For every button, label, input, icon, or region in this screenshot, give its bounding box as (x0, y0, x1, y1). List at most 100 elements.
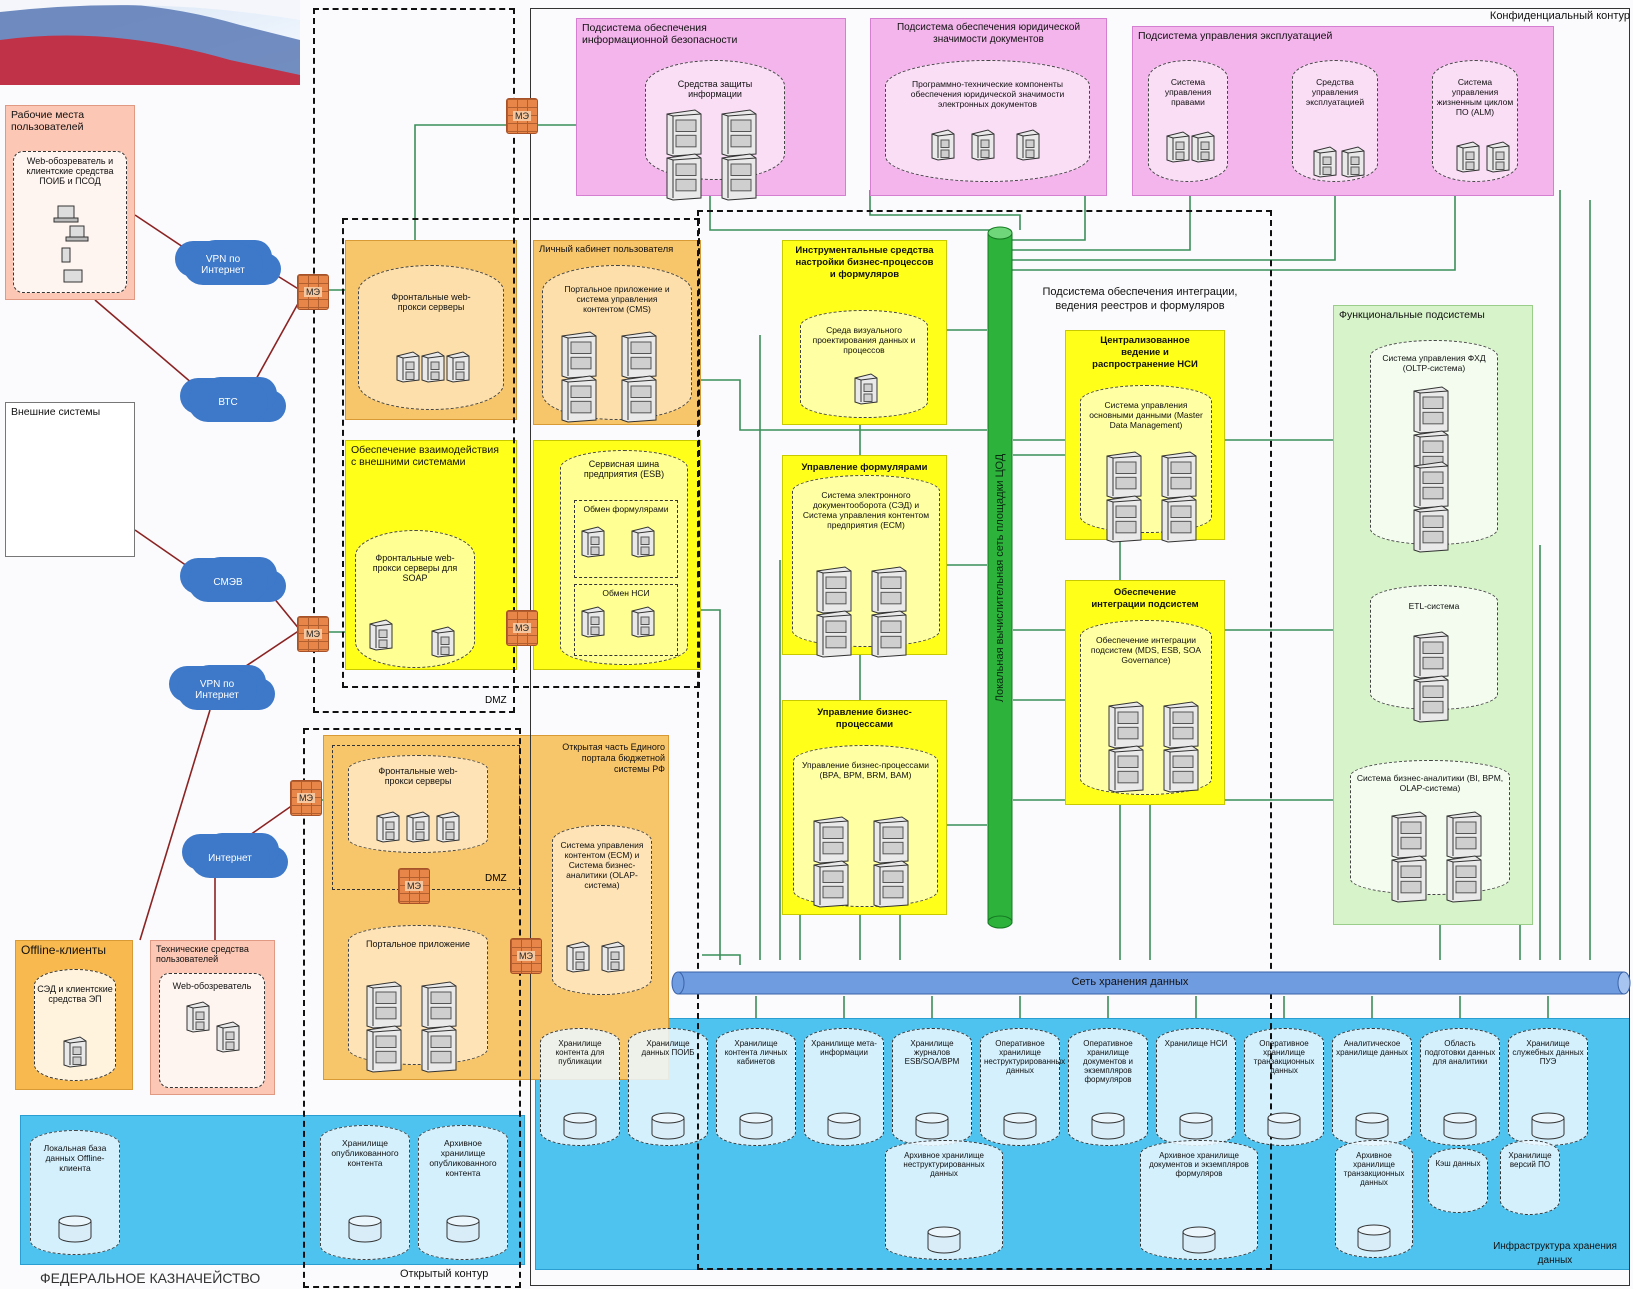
firewall-icon: МЭ (297, 616, 329, 652)
database-disk-icon (1354, 1112, 1390, 1140)
database-disk-icon (1356, 1224, 1392, 1252)
server-icon (1412, 630, 1450, 680)
storage-label: Область подготовки данных для аналитики (1424, 1039, 1496, 1066)
server-icon (1160, 494, 1198, 544)
cabinet-title: Личный кабинет пользователя (539, 244, 674, 255)
server-icon (430, 625, 456, 659)
archive-published-cylinder: Архивное хранилище опубликованного конте… (418, 1125, 508, 1260)
flag-graphic (0, 0, 300, 85)
storage-cylinder: Хранилище данных ПОИБ (628, 1028, 708, 1146)
server-icon (620, 330, 658, 380)
local-db-cylinder: Локальная база данных Offline-клиента (30, 1130, 120, 1255)
archive-published-label: Архивное хранилище опубликованного конте… (429, 1138, 497, 1178)
firewall-icon: МЭ (290, 780, 322, 816)
database-disk-icon (738, 1112, 774, 1140)
legal-tools-cylinder: Программно-технические компоненты обеспе… (885, 60, 1090, 182)
server-icon (720, 152, 758, 202)
storage-label: Хранилище служебных данных ПУЭ (1512, 1039, 1584, 1066)
database-disk-icon (914, 1112, 950, 1140)
external-systems-panel: Внешние системы (5, 402, 135, 557)
storage-label: Хранилище контента для публикации (555, 1039, 605, 1066)
archive-cylinder: Архивное хранилище неструктурированных д… (885, 1140, 1003, 1260)
server-icon (62, 1035, 88, 1069)
server-icon (580, 525, 606, 559)
infra-label: Инфраструктура хранения данных (1493, 1241, 1617, 1266)
server-icon (1107, 700, 1145, 750)
server-icon (812, 815, 850, 865)
offline-clients-inner-label: СЭД и клиентские средства ЭП (37, 984, 113, 1004)
server-icon (365, 1024, 403, 1074)
ecm-olap-label: Система управления контентом (ECM) и Сис… (560, 840, 644, 890)
archive-cylinder: Хранилище версий ПО (1500, 1140, 1560, 1215)
user-workplaces-inner-label: Web-обозреватель и клиентские средства П… (26, 156, 114, 186)
ops-management-label: Средства управления эксплуатацией (1305, 77, 1365, 107)
server-icon (970, 128, 996, 162)
tools-cylinder: Среда визуального проектирования данных … (800, 310, 928, 418)
external-systems-title: Внешние системы (11, 406, 101, 418)
local-db-label: Локальная база данных Offline-клиента (43, 1143, 107, 1173)
dmz-label-1: DMZ (485, 695, 507, 706)
server-icon (1485, 140, 1511, 174)
firewall-icon: МЭ (510, 938, 542, 974)
server-icon (1162, 700, 1200, 750)
server-icon (1312, 145, 1338, 179)
open-part-title: Открытая часть Единого портала бюджетной… (562, 742, 665, 774)
database-disk-icon (1266, 1112, 1302, 1140)
bp-management-title: Управление бизнес-процессами (817, 707, 912, 730)
server-icon (870, 565, 908, 615)
bp-management-label: Управление бизнес-процессами (BPA, BPM, … (802, 760, 930, 780)
server-icon (368, 618, 394, 652)
archive-label: Архивное хранилище документов и экземпля… (1149, 1151, 1249, 1178)
forms-management-title: Управление формулярами (801, 462, 928, 473)
storage-cylinder: Область подготовки данных для аналитики (1420, 1028, 1500, 1146)
archive-cylinder: Кэш данных (1428, 1148, 1488, 1213)
tech-users-inner-label: Web-обозреватель (172, 981, 252, 991)
forms-exchange-label: Обмен формулярами (583, 504, 669, 514)
san-bus-label: Сеть хранения данных (1071, 976, 1189, 988)
nsi-exchange-group: Обмен НСИ (574, 584, 678, 656)
database-disk-icon (1442, 1112, 1478, 1140)
database-disk-icon (826, 1112, 862, 1140)
etl-label: ETL-система (1408, 601, 1460, 611)
server-icon (1105, 450, 1143, 500)
esb-cylinder: Сервисная шина предприятия (ESB) (560, 450, 688, 665)
server-icon (620, 374, 658, 424)
database-disk-icon (650, 1112, 686, 1140)
server-icon (1412, 504, 1450, 554)
server-icon (395, 350, 421, 384)
server-icon (420, 350, 446, 384)
server-icon (1412, 385, 1450, 435)
open-contour-label: Открытый контур (400, 1268, 489, 1280)
archive-label: Кэш данных (1435, 1159, 1481, 1168)
oltp-label: Система управления ФХД (OLTP-система) (1382, 353, 1486, 373)
nsi-exchange-label: Обмен НСИ (602, 588, 650, 598)
forms-exchange-group: Обмен формулярами (574, 500, 678, 578)
bi-cylinder: Система бизнес-аналитики (BI, BPM, OLAP-… (1350, 760, 1510, 895)
database-disk-icon (347, 1215, 383, 1243)
server-icon (930, 128, 956, 162)
database-disk-icon (1090, 1112, 1126, 1140)
ops-rights-cylinder: Система управления правами (1148, 60, 1228, 182)
server-icon (665, 108, 703, 158)
published-store-label: Хранилище опубликованного контента (331, 1138, 399, 1168)
database-disk-icon (445, 1215, 481, 1243)
storage-label: Хранилище журналов ESB/SOA/BPM (904, 1039, 960, 1066)
functional-subsystems-title: Функциональные подсистемы (1339, 309, 1485, 321)
server-icon (375, 810, 401, 844)
ops-alm-label: Система управления жизненным циклом ПО (… (1436, 77, 1514, 117)
database-disk-icon (1181, 1226, 1217, 1254)
tech-users-panel: Технические средства пользователей Web-о… (150, 940, 275, 1095)
database-disk-icon (57, 1215, 93, 1243)
integration-title: Обеспечение интеграции подсистем (1091, 587, 1199, 610)
nsi-label: Система управления основными данными (Ma… (1089, 400, 1203, 430)
server-icon (665, 152, 703, 202)
esb-label: Сервисная шина предприятия (ESB) (583, 459, 665, 479)
server-icon (1412, 460, 1450, 510)
storage-label: Хранилище контента личных кабинетов (724, 1039, 788, 1066)
storage-label: Хранилище данных ПОИБ (641, 1039, 695, 1057)
server-icon (815, 609, 853, 659)
archive-label: Архивное хранилище транзакционных данных (1343, 1151, 1405, 1187)
server-icon (435, 810, 461, 844)
server-icon (560, 330, 598, 380)
server-icon (1390, 810, 1428, 860)
